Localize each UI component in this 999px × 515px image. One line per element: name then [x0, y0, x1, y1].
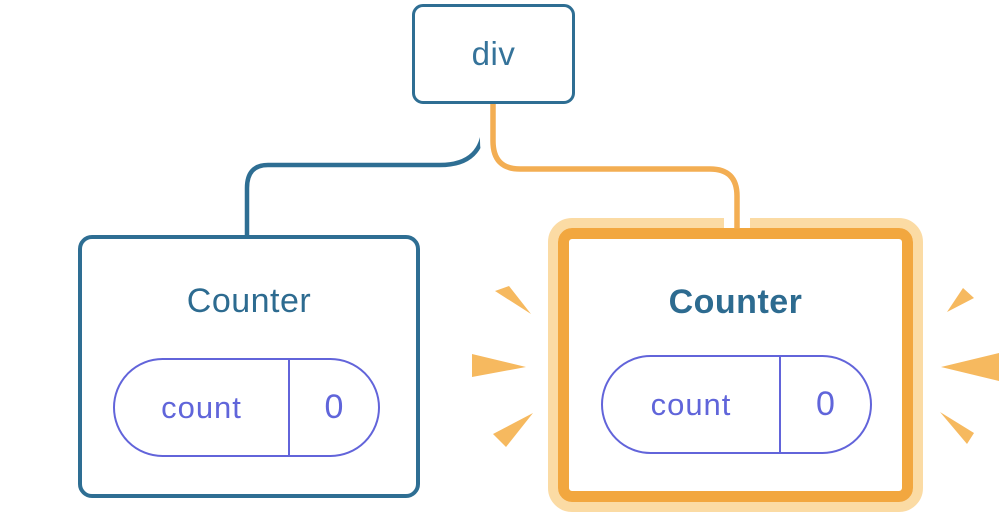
sparkle-white-bottom [22, 414, 58, 447]
counter-right-title: Counter [668, 283, 803, 321]
counter-node-right-highlighted: Counter count 0 [548, 218, 923, 512]
counter-right-inner-border: Counter count 0 [558, 228, 913, 502]
state-pill-left: count 0 [113, 358, 380, 457]
state-pill-right-key: count [650, 386, 732, 422]
sparkle-orange-right-top [947, 288, 974, 312]
sparkle-white-top [23, 290, 57, 320]
state-pill-right: count 0 [601, 355, 872, 454]
sparkle-orange-left-bottom [493, 413, 533, 447]
sparkle-orange-left-middle [472, 354, 526, 377]
state-pill-left-key: count [161, 389, 242, 425]
connector-orange-right [490, 100, 740, 236]
state-pill-right-value: 0 [779, 357, 870, 452]
connector-blue-left [244, 104, 487, 240]
sparkle-orange-left-top [495, 286, 531, 314]
sparkle-white-middle [0, 361, 53, 382]
counter-node-left: Counter count 0 [78, 235, 420, 498]
sparkle-burst-orange-left [472, 286, 533, 447]
sparkle-orange-right-middle [941, 353, 999, 381]
sparkle-burst-orange-right [940, 288, 999, 444]
state-pill-left-value: 0 [288, 360, 378, 455]
sparkle-burst-white [0, 290, 58, 447]
sparkle-orange-right-bottom [940, 412, 974, 444]
root-node-div: div [412, 4, 575, 104]
counter-left-title: Counter [186, 282, 312, 320]
root-node-label: div [471, 35, 516, 72]
connector-orange-casing [480, 100, 750, 232]
